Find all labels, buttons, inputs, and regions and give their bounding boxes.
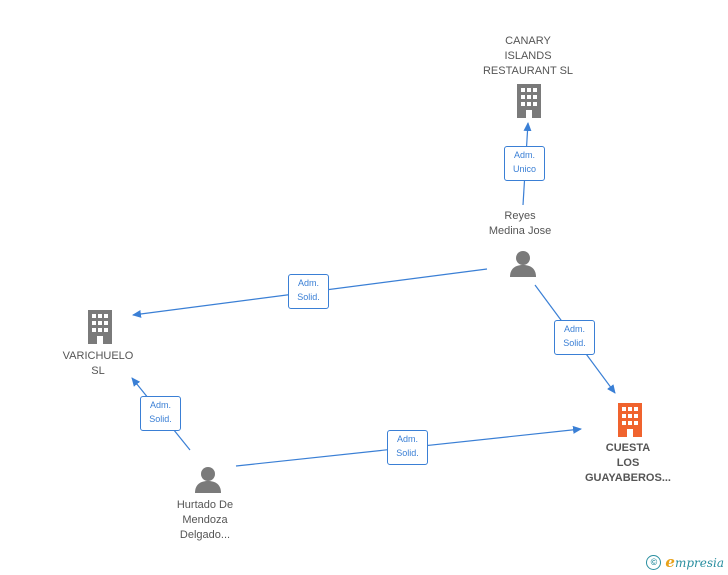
brand-initial: e <box>665 553 675 571</box>
building-icon[interactable] <box>86 310 114 344</box>
node-label-varichuelo[interactable]: VARICHUELO SL <box>62 350 134 377</box>
node-label-cuesta[interactable]: CUESTA LOS GUAYABEROS... <box>585 442 671 484</box>
edge-label-reyes-cuesta: Adm. Solid. <box>554 320 595 355</box>
edge-label-hurtado-cuesta: Adm. Solid. <box>387 430 428 465</box>
edge-label-hurtado-varichuelo: Adm. Solid. <box>140 396 181 431</box>
node-label-canary[interactable]: CANARY ISLANDS RESTAURANT SL <box>482 35 574 77</box>
building-icon[interactable] <box>515 84 543 118</box>
node-label-hurtado[interactable]: Hurtado De Mendoza Delgado... <box>176 499 234 541</box>
brand-logo[interactable]: empresia <box>665 553 724 571</box>
edge-label-reyes-canary: Adm. Unico <box>504 146 545 181</box>
building-icon[interactable] <box>616 403 644 437</box>
brand-footer[interactable]: © empresia <box>646 553 724 571</box>
person-icon[interactable] <box>509 249 537 277</box>
copyright-icon: © <box>646 554 662 570</box>
edge-label-reyes-varichuelo: Adm. Solid. <box>288 274 329 309</box>
brand-name: mpresia <box>674 556 724 570</box>
node-label-reyes[interactable]: Reyes Medina Jose <box>488 210 552 237</box>
person-icon[interactable] <box>194 465 222 493</box>
